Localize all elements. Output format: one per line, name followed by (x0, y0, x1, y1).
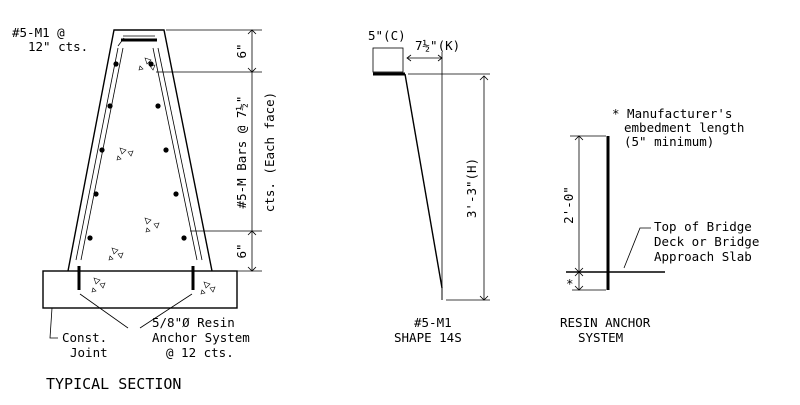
shape-caption-line1: #5-M1 (414, 315, 452, 330)
joint-leader (49, 307, 58, 339)
dim-c-label: 5"(C) (368, 28, 406, 43)
anchor-caption-line1: RESIN ANCHOR (560, 315, 651, 330)
top-bar-label-line2: 12" cts. (28, 39, 88, 54)
shape-14s: 5"(C) 7½"(K) 3'-3"(H) #5-M1 SHAPE 14S (368, 28, 490, 345)
top-bar-leader (117, 37, 125, 47)
typical-section-title: TYPICAL SECTION (46, 375, 181, 393)
deck-label-line2: Deck or Bridge (654, 234, 759, 249)
embed-note-line3: (5" minimum) (624, 134, 714, 149)
barrier-outline (67, 29, 213, 272)
shape-caption-line2: SHAPE 14S (394, 330, 462, 345)
joint-label-line2: Joint (70, 345, 108, 360)
top-bar-label-line1: #5-M1 @ (12, 25, 65, 40)
face-bars-label-line1: #5-M Bars @ 7½" (234, 96, 249, 209)
dim-k-label: 7½"(K) (415, 38, 460, 53)
bar-sloped-leg (404, 73, 443, 289)
dim-bottom-6: 6" (234, 243, 249, 258)
long-bar-dot (155, 103, 161, 109)
long-bar-dot (173, 191, 179, 197)
deck-label-line1: Top of Bridge (654, 219, 752, 234)
face-bar-right (157, 47, 203, 261)
long-bar-dot (107, 103, 113, 109)
dim-top-6: 6" (234, 43, 249, 58)
joint-label-line1: Const. (62, 330, 107, 345)
shape-c-box (372, 47, 404, 73)
face-bar-left (75, 47, 119, 261)
dim-h-ticks (479, 75, 489, 301)
long-bar-dot (113, 61, 119, 67)
long-bar-dot (163, 147, 169, 153)
anchor-leader-right (139, 293, 193, 329)
anchor-leader-left (79, 293, 129, 329)
typical-section: 6" 6" #5-M Bars @ 7½" cts. (Each face) #… (12, 25, 277, 393)
anchor-label-line2: Anchor System (152, 330, 250, 345)
long-bar-dot (99, 147, 105, 153)
resin-anchor-system: 2'-0" * Top of Bridge Deck or Bridge App… (560, 106, 759, 345)
embed-note-line2: embedment length (624, 120, 744, 135)
aggregate-hatch (91, 57, 216, 295)
face-bars-label-line2: cts. (Each face) (262, 92, 277, 212)
face-bar-left-inner (80, 47, 124, 261)
long-bar-dot (93, 191, 99, 197)
anchor-caption-line2: SYSTEM (578, 330, 623, 345)
embed-note-line1: * Manufacturer's (612, 106, 732, 121)
anchor-label-line3: @ 12 cts. (166, 345, 234, 360)
anchor-label-line1: 5/8"Ø Resin (152, 315, 235, 330)
embed-asterisk: * (566, 276, 574, 291)
deck-label-line3: Approach Slab (654, 249, 752, 264)
dimension-ticks (247, 29, 257, 272)
long-bar-dot (181, 235, 187, 241)
face-bar-right-inner (152, 47, 198, 261)
deck-leader (623, 227, 651, 269)
anchor-dim-label: 2'-0" (561, 186, 576, 224)
dim-k-ticks (406, 54, 443, 62)
deck-slab (42, 270, 238, 309)
long-bar-dot (87, 235, 93, 241)
dim-h-label: 3'-3"(H) (464, 158, 479, 218)
